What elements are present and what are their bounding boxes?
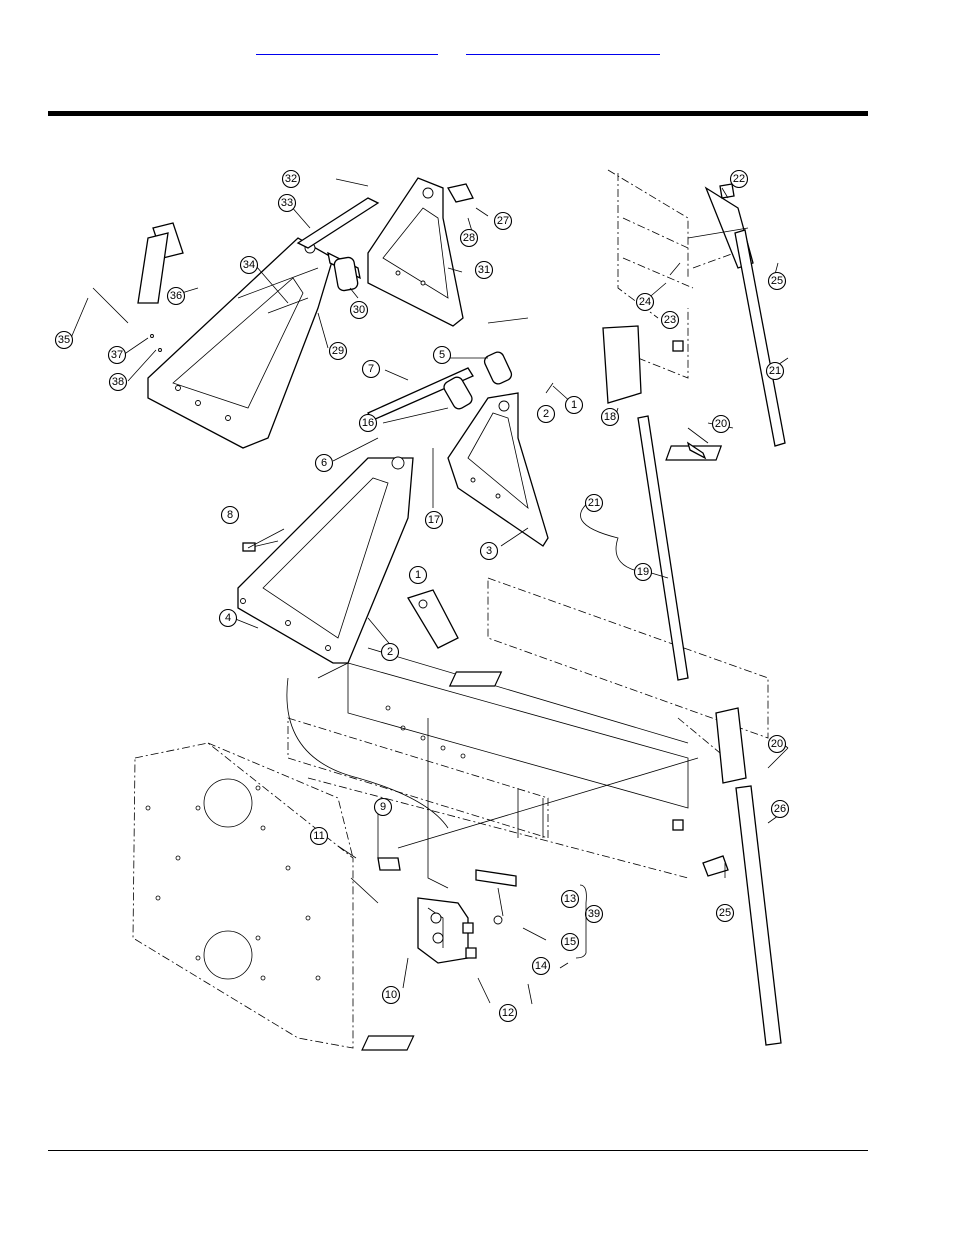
svg-text:1: 1 xyxy=(571,399,577,411)
svg-text:25: 25 xyxy=(771,275,783,287)
svg-text:22: 22 xyxy=(733,173,745,185)
svg-text:36: 36 xyxy=(170,290,182,302)
callout-39: 39 xyxy=(586,906,603,923)
lower-hitch-assembly xyxy=(351,858,516,963)
svg-text:27: 27 xyxy=(497,215,509,227)
callout-21b: 21 xyxy=(586,495,603,512)
callout-4: 4 xyxy=(220,610,237,627)
callout-37: 37 xyxy=(109,347,126,364)
callout-18: 18 xyxy=(602,409,619,426)
callout-8: 8 xyxy=(222,507,239,524)
svg-text:30: 30 xyxy=(353,304,365,316)
callout-14: 14 xyxy=(533,958,550,975)
callout-3: 3 xyxy=(481,543,498,560)
svg-text:28: 28 xyxy=(463,232,475,244)
callout-10: 10 xyxy=(383,987,400,1004)
svg-text:2: 2 xyxy=(387,646,393,658)
callout-1b: 1 xyxy=(410,567,427,584)
svg-text:19: 19 xyxy=(637,566,649,578)
svg-text:2: 2 xyxy=(543,408,549,420)
callout-13: 13 xyxy=(562,891,579,908)
svg-text:10: 10 xyxy=(385,989,397,1001)
callout-19: 19 xyxy=(635,564,652,581)
svg-text:4: 4 xyxy=(225,612,231,624)
svg-text:39: 39 xyxy=(588,908,600,920)
callout-9: 9 xyxy=(375,799,392,816)
svg-text:13: 13 xyxy=(564,893,576,905)
callout-5: 5 xyxy=(434,347,451,364)
svg-text:23: 23 xyxy=(664,314,676,326)
upper-a-frame xyxy=(368,178,473,326)
svg-text:29: 29 xyxy=(332,345,344,357)
svg-text:12: 12 xyxy=(502,1007,514,1019)
svg-text:11: 11 xyxy=(313,830,324,842)
callout-25b: 25 xyxy=(717,905,734,922)
svg-text:18: 18 xyxy=(604,411,616,423)
svg-text:25: 25 xyxy=(719,907,731,919)
callout-23: 23 xyxy=(662,312,679,329)
right-a-frame xyxy=(448,393,548,546)
callout-11: 11 xyxy=(311,828,328,845)
header-link-2[interactable] xyxy=(466,38,660,55)
exploded-parts-diagram: 1 1 2 2 3 4 5 6 7 8 9 10 11 12 13 14 15 … xyxy=(48,158,838,1062)
svg-text:6: 6 xyxy=(321,457,327,469)
callout-35: 35 xyxy=(56,332,73,349)
callout-16: 16 xyxy=(360,415,377,432)
callout-33: 33 xyxy=(279,195,296,212)
svg-text:37: 37 xyxy=(111,349,123,361)
svg-text:21: 21 xyxy=(588,497,600,509)
callout-20a: 20 xyxy=(713,416,730,433)
svg-text:21: 21 xyxy=(769,365,781,377)
svg-text:20: 20 xyxy=(715,418,727,430)
svg-text:38: 38 xyxy=(112,376,124,388)
callout-1a: 1 xyxy=(566,397,583,414)
svg-text:26: 26 xyxy=(774,803,786,815)
svg-text:17: 17 xyxy=(428,514,440,526)
callout-31: 31 xyxy=(476,262,493,279)
svg-text:33: 33 xyxy=(281,197,293,209)
callout-2b: 2 xyxy=(382,644,399,661)
callout-20b: 20 xyxy=(769,736,786,753)
callout-32: 32 xyxy=(283,171,300,188)
svg-text:8: 8 xyxy=(227,509,233,521)
header-rule xyxy=(48,111,868,116)
svg-text:35: 35 xyxy=(58,334,70,346)
callout-6: 6 xyxy=(316,455,333,472)
callout-15: 15 xyxy=(562,934,579,951)
svg-text:32: 32 xyxy=(285,173,297,185)
svg-text:20: 20 xyxy=(771,738,783,750)
callout-34: 34 xyxy=(241,257,258,274)
footer-rule xyxy=(48,1150,868,1151)
callout-17: 17 xyxy=(426,512,443,529)
svg-text:7: 7 xyxy=(368,363,374,375)
callout-28: 28 xyxy=(461,230,478,247)
callout-38: 38 xyxy=(110,374,127,391)
svg-text:14: 14 xyxy=(535,960,547,972)
callout-36: 36 xyxy=(168,288,185,305)
svg-text:9: 9 xyxy=(380,801,386,813)
svg-text:5: 5 xyxy=(439,349,445,361)
callout-2a: 2 xyxy=(538,406,555,423)
jack-stand-lower-right xyxy=(362,708,788,1050)
center-a-frame xyxy=(238,457,413,663)
header-link-1[interactable] xyxy=(256,38,438,55)
svg-text:16: 16 xyxy=(362,417,374,429)
gearbox-side-plate xyxy=(133,743,353,1048)
svg-text:31: 31 xyxy=(478,264,490,276)
svg-text:15: 15 xyxy=(564,936,576,948)
svg-text:3: 3 xyxy=(486,545,492,557)
callout-29: 29 xyxy=(330,343,347,360)
svg-text:34: 34 xyxy=(243,259,255,271)
callout-25a: 25 xyxy=(769,273,786,290)
callout-21a: 21 xyxy=(767,363,784,380)
callout-26: 26 xyxy=(772,801,789,818)
svg-text:24: 24 xyxy=(639,296,651,308)
callout-24: 24 xyxy=(637,294,654,311)
callout-30: 30 xyxy=(351,302,368,319)
callout-12: 12 xyxy=(500,1005,517,1022)
svg-text:1: 1 xyxy=(415,569,421,581)
callout-7: 7 xyxy=(363,361,380,378)
callout-22: 22 xyxy=(731,171,748,188)
callout-27: 27 xyxy=(495,213,512,230)
